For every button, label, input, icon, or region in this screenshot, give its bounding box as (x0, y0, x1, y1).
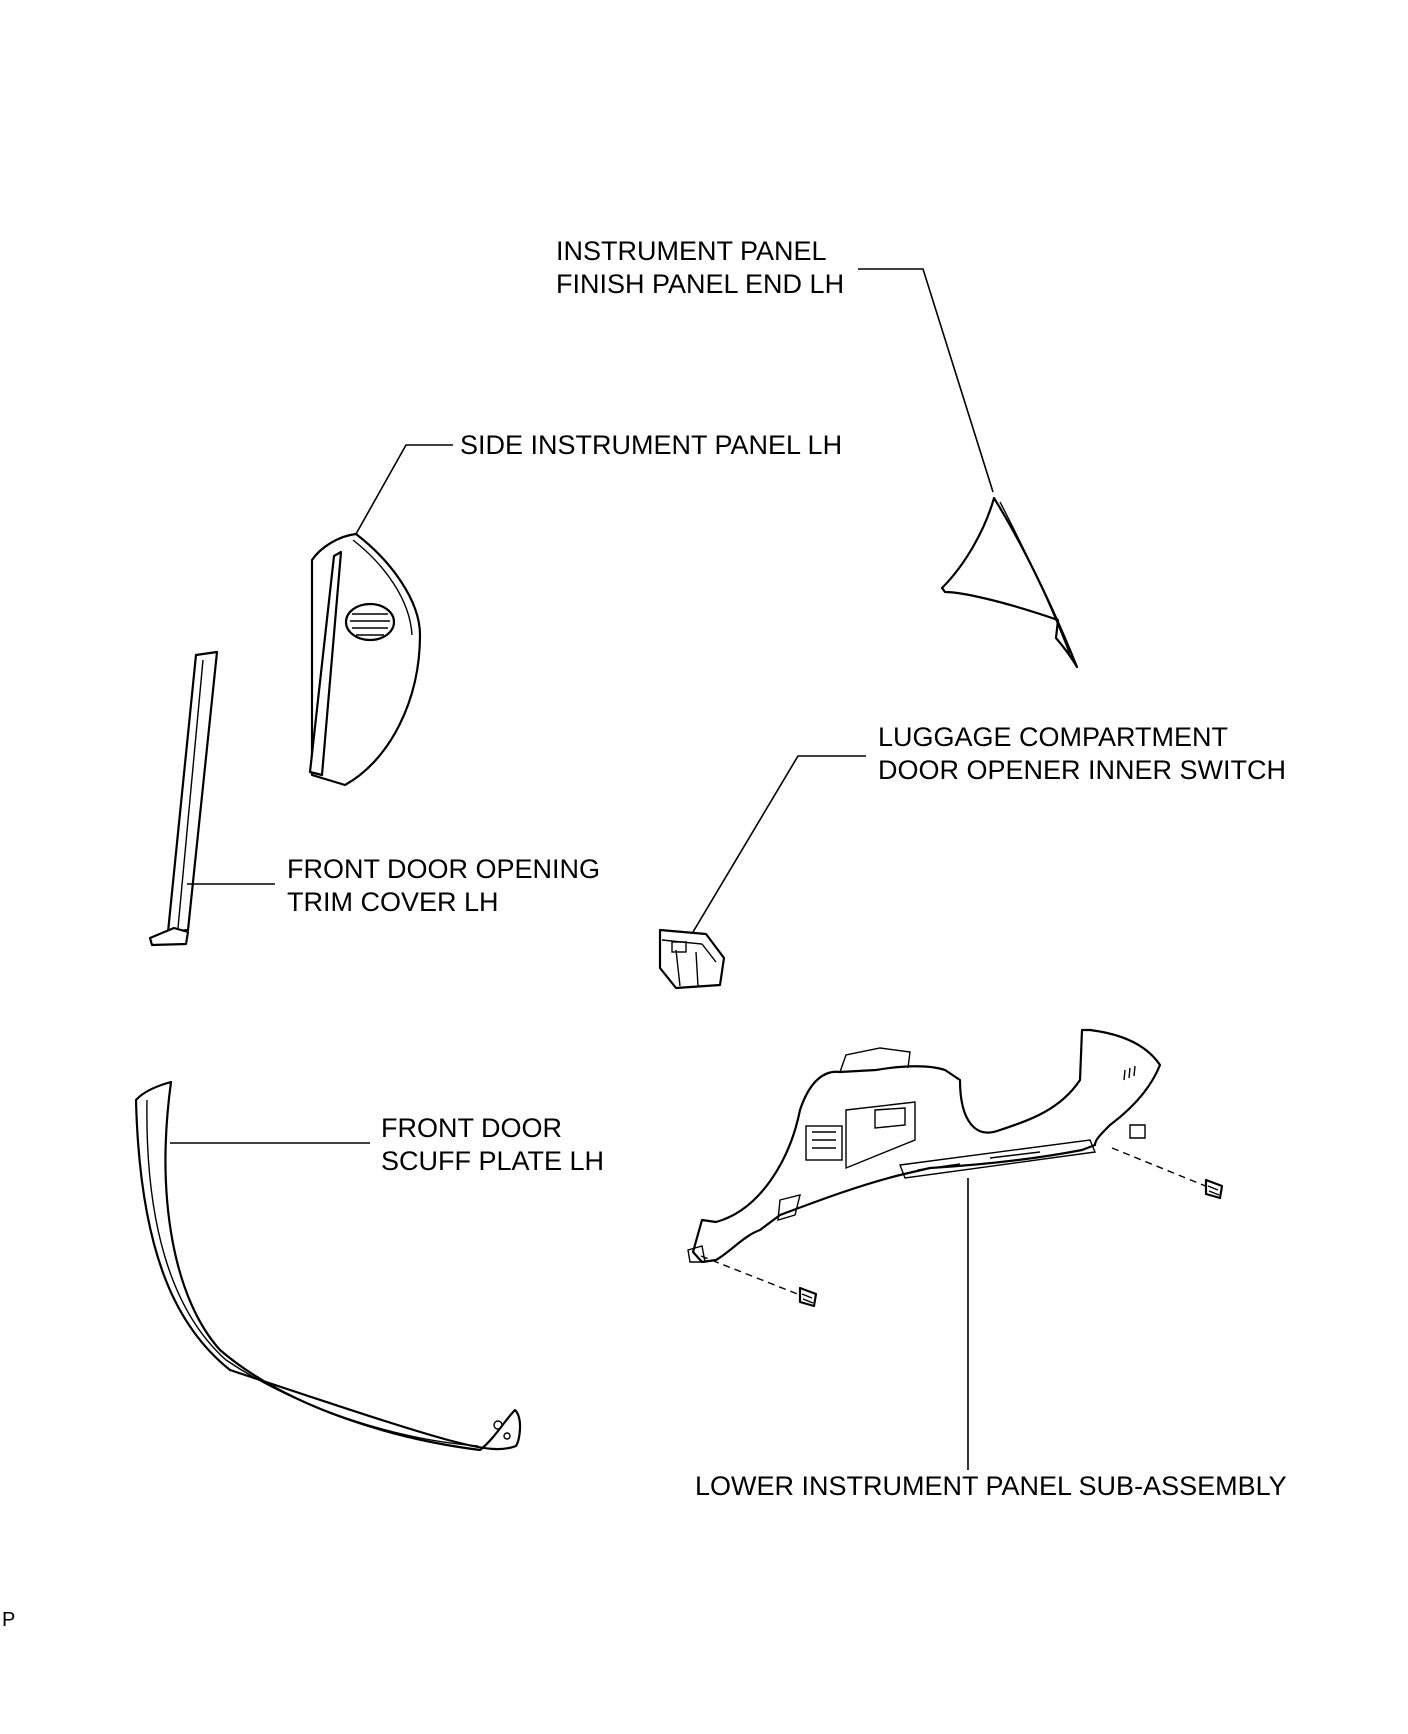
leader-lines (170, 268, 994, 1470)
leader-side-instrument-panel (355, 444, 453, 535)
scuff-plate-part (134, 1080, 522, 1452)
screw-right (1111, 1147, 1224, 1200)
label-lower-instrument-panel: LOWER INSTRUMENT PANEL SUB-ASSEMBLY (695, 1471, 1287, 1501)
leader-finish-panel-end (858, 268, 994, 493)
side-instrument-panel-part (308, 532, 422, 787)
lower-instrument-panel-part (687, 1028, 1162, 1264)
label-side-instrument-panel: SIDE INSTRUMENT PANEL LH (460, 430, 843, 460)
luggage-switch-part (658, 928, 726, 990)
opening-trim-cover-part (148, 650, 219, 947)
screw-left (700, 1255, 818, 1308)
finish-panel-end-part (940, 496, 1079, 669)
leader-luggage-switch (692, 755, 866, 933)
figure-code: P (2, 1609, 16, 1631)
